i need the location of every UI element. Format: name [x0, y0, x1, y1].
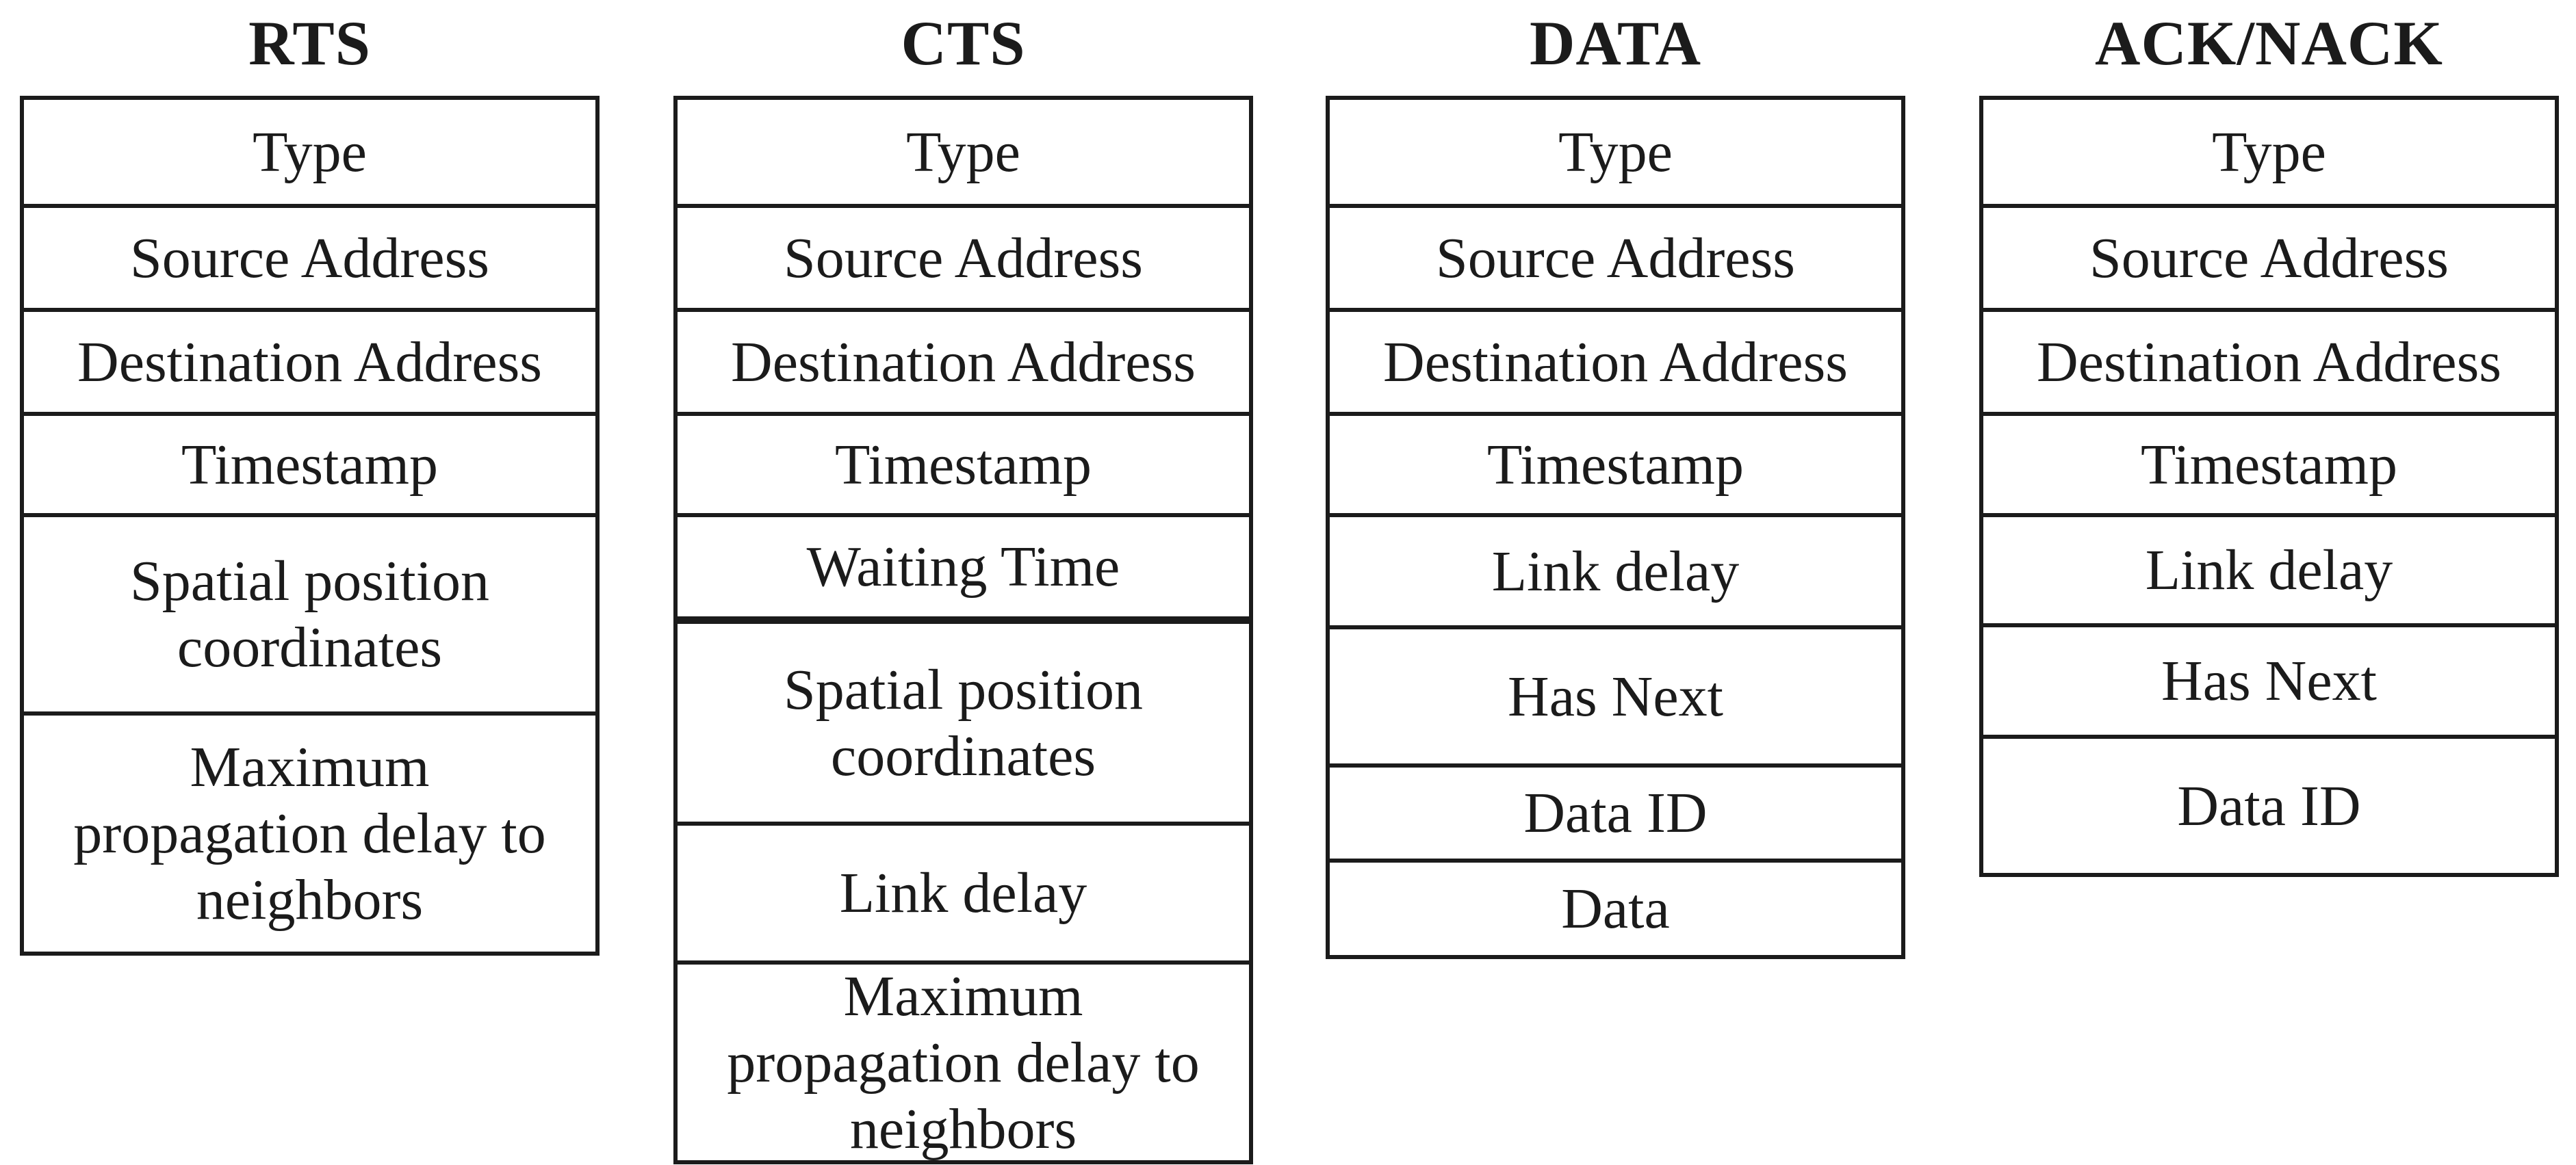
packet-field-row: Link delay — [1330, 513, 1901, 625]
packet-field-stack: Type Source Address Destination Address … — [1979, 96, 2559, 877]
packet-field-label: Source Address — [130, 226, 489, 290]
packet-field-label: Spatial position coordinates — [784, 657, 1143, 788]
packet-field-label: Type — [2212, 120, 2326, 184]
packet-field-label: Data — [1561, 877, 1670, 941]
packet-title: DATA — [1529, 8, 1702, 78]
packet-field-label: Source Address — [784, 226, 1143, 290]
packet-field-label: Has Next — [1508, 664, 1723, 729]
packet-field-row: Destination Address — [1983, 308, 2555, 412]
packet-field-label: Link delay — [839, 861, 1087, 925]
packet-field-label: Timestamp — [835, 432, 1092, 497]
packet-field-stack: Type Source Address Destination Address … — [673, 96, 1253, 1164]
packet-title: RTS — [248, 8, 371, 78]
packet-field-row: Maximum propagation delay to neighbors — [678, 960, 1249, 1161]
packet-title: CTS — [901, 8, 1026, 78]
packet-field-stack: Type Source Address Destination Address … — [20, 96, 600, 956]
packet-field-label: Type — [253, 120, 367, 184]
packet-field-row: Link delay — [678, 822, 1249, 960]
packet-field-label: Maximum propagation delay to neighbors — [73, 735, 546, 932]
packet-field-row: Source Address — [24, 204, 595, 308]
packet-field-label: Timestamp — [2141, 432, 2397, 497]
packet-field-row: Type — [1983, 100, 2555, 204]
packet-field-label: Type — [1558, 120, 1673, 184]
packet-field-row: Link delay — [1983, 513, 2555, 623]
packet-field-label: Data ID — [1523, 781, 1708, 845]
packet-title: ACK/NACK — [2095, 8, 2443, 78]
packet-field-row: Data — [1330, 859, 1901, 955]
packet-field-row: Type — [678, 100, 1249, 204]
packet-field-label: Destination Address — [2037, 330, 2501, 394]
packet-field-row: Waiting Time — [678, 513, 1249, 616]
packet-field-label: Has Next — [2161, 649, 2377, 713]
packet-field-stack: Type Source Address Destination Address … — [1326, 96, 1905, 959]
packet-field-label: Maximum propagation delay to neighbors — [727, 964, 1200, 1161]
packet-field-label: Destination Address — [77, 330, 542, 394]
packet-column-rts: RTS Type Source Address Destination Addr… — [20, 0, 600, 956]
packet-field-row: Spatial position coordinates — [678, 616, 1249, 822]
packet-field-row: Timestamp — [1983, 412, 2555, 513]
packet-field-label: Link delay — [1491, 539, 1740, 603]
packet-field-label: Spatial position coordinates — [130, 549, 489, 679]
packet-field-row: Timestamp — [678, 412, 1249, 513]
packet-field-label: Link delay — [2145, 538, 2393, 602]
packet-field-label: Type — [906, 120, 1020, 184]
packet-field-row: Data ID — [1983, 735, 2555, 873]
packet-field-row: Has Next — [1983, 623, 2555, 735]
packet-field-label: Timestamp — [181, 432, 438, 497]
packet-field-label: Timestamp — [1487, 432, 1744, 497]
packet-field-row: Source Address — [1983, 204, 2555, 308]
packet-field-row: Source Address — [1330, 204, 1901, 308]
packet-column-data: DATA Type Source Address Destination Add… — [1326, 0, 1905, 959]
packet-field-label: Destination Address — [731, 330, 1196, 394]
packet-field-row: Destination Address — [678, 308, 1249, 412]
packet-field-label: Source Address — [1436, 226, 1795, 290]
packet-field-row: Data ID — [1330, 763, 1901, 859]
packet-field-row: Has Next — [1330, 625, 1901, 763]
packet-field-label: Source Address — [2089, 226, 2449, 290]
packet-field-row: Destination Address — [1330, 308, 1901, 412]
packet-field-row: Timestamp — [24, 412, 595, 513]
packet-field-label: Waiting Time — [806, 535, 1120, 599]
packet-column-ack-nack: ACK/NACK Type Source Address Destination… — [1979, 0, 2559, 877]
packet-field-row: Type — [24, 100, 595, 204]
packet-field-row: Spatial position coordinates — [24, 513, 595, 711]
packet-field-label: Data ID — [2177, 774, 2361, 838]
packet-column-cts: CTS Type Source Address Destination Addr… — [673, 0, 1253, 1164]
packet-field-row: Timestamp — [1330, 412, 1901, 513]
packet-field-row: Type — [1330, 100, 1901, 204]
packet-field-row: Source Address — [678, 204, 1249, 308]
packet-field-row: Maximum propagation delay to neighbors — [24, 711, 595, 952]
packet-field-row: Destination Address — [24, 308, 595, 412]
packet-field-label: Destination Address — [1383, 330, 1848, 394]
